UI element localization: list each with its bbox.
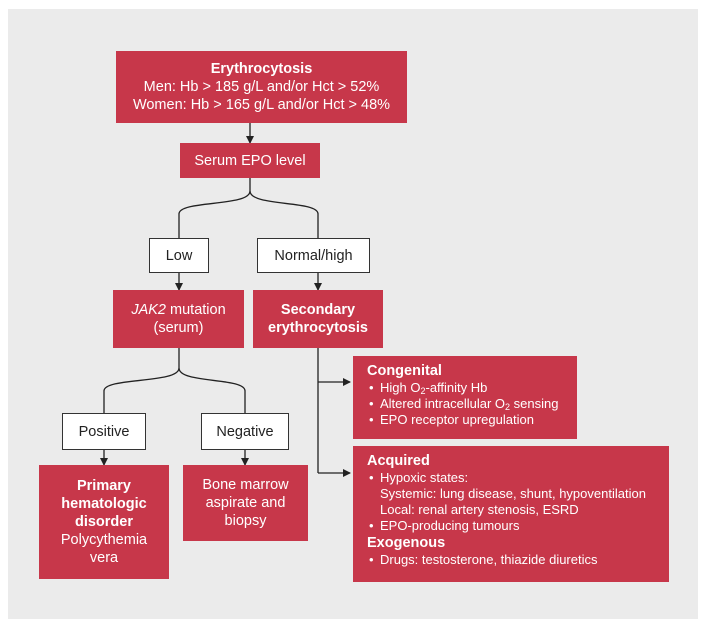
jak2-line1: JAK2 mutation	[131, 301, 225, 319]
acquired-item-hypoxic-states: Hypoxic states:	[367, 470, 655, 486]
bone-marrow-line3: biopsy	[224, 513, 267, 529]
jak2-mutation-text: mutation	[166, 302, 226, 318]
acquired-hypoxic-systemic: Systemic: lung disease, shunt, hypoventi…	[380, 486, 646, 501]
congenital-item-high-affinity-hb: High O2-affinity Hb	[367, 380, 563, 396]
jak2-serum: (serum)	[153, 320, 204, 336]
normal-high-box: Normal/high	[257, 238, 370, 273]
low-box: Low	[149, 238, 209, 273]
primary-line4: Polycythemia	[60, 532, 148, 548]
serum-epo-label: Serum EPO level	[194, 152, 306, 169]
congenital-item-o2-sensing: Altered intracellular O2 sensing	[367, 396, 563, 412]
branch-jak2-to-positive	[103, 348, 180, 413]
bone-marrow-line1: Bone marrow	[202, 477, 289, 493]
exogenous-item-drugs: Drugs: testosterone, thiazide diuretics	[367, 552, 655, 568]
negative-box: Negative	[201, 413, 289, 450]
secondary-erythrocytosis-box: Secondary erythrocytosis	[253, 290, 383, 348]
branch-epo-to-low	[178, 178, 251, 238]
erythrocytosis-title: Erythrocytosis	[210, 61, 313, 77]
congenital-item-epo-receptor: EPO receptor upregulation	[367, 412, 563, 428]
branch-epo-to-normal-high	[249, 190, 319, 238]
low-label: Low	[165, 247, 193, 264]
normal-high-label: Normal/high	[274, 247, 353, 264]
bone-marrow-line2: aspirate and	[205, 495, 286, 511]
serum-epo-box: Serum EPO level	[180, 143, 320, 178]
primary-hematologic-box: Primary hematologic disorder Polycythemi…	[39, 465, 169, 579]
secondary-line1: Secondary	[280, 302, 356, 318]
positive-box: Positive	[62, 413, 146, 450]
congenital-box: Congenital High O2-affinity Hb Altered i…	[353, 356, 577, 439]
primary-line5: vera	[89, 550, 119, 566]
primary-line3: disorder	[74, 514, 133, 530]
secondary-line2: erythrocytosis	[268, 320, 368, 336]
primary-line1: Primary	[76, 478, 131, 494]
erythrocytosis-box: Erythrocytosis Men: Hb > 185 g/L and/or …	[116, 51, 407, 123]
jak2-gene: JAK2	[131, 302, 166, 318]
congenital-title: Congenital	[367, 363, 442, 379]
primary-line2: hematologic	[61, 496, 147, 512]
branch-jak2-to-negative	[178, 367, 246, 413]
jak2-mutation-box: JAK2 mutation (serum)	[113, 290, 244, 348]
erythrocytosis-women-criteria: Women: Hb > 165 g/L and/or Hct > 48%	[132, 97, 391, 113]
bone-marrow-box: Bone marrow aspirate and biopsy	[183, 465, 308, 541]
acquired-title: Acquired	[367, 453, 430, 469]
acquired-hypoxic-local: Local: renal artery stenosis, ESRD	[380, 502, 579, 517]
positive-label: Positive	[78, 423, 130, 440]
exogenous-title: Exogenous	[367, 535, 446, 551]
acquired-item-epo-tumours: EPO-producing tumours	[367, 518, 655, 534]
acquired-box: Acquired Hypoxic states: Systemic: lung …	[353, 446, 669, 582]
erythrocytosis-men-criteria: Men: Hb > 185 g/L and/or Hct > 52%	[143, 79, 380, 95]
negative-label: Negative	[216, 423, 274, 440]
